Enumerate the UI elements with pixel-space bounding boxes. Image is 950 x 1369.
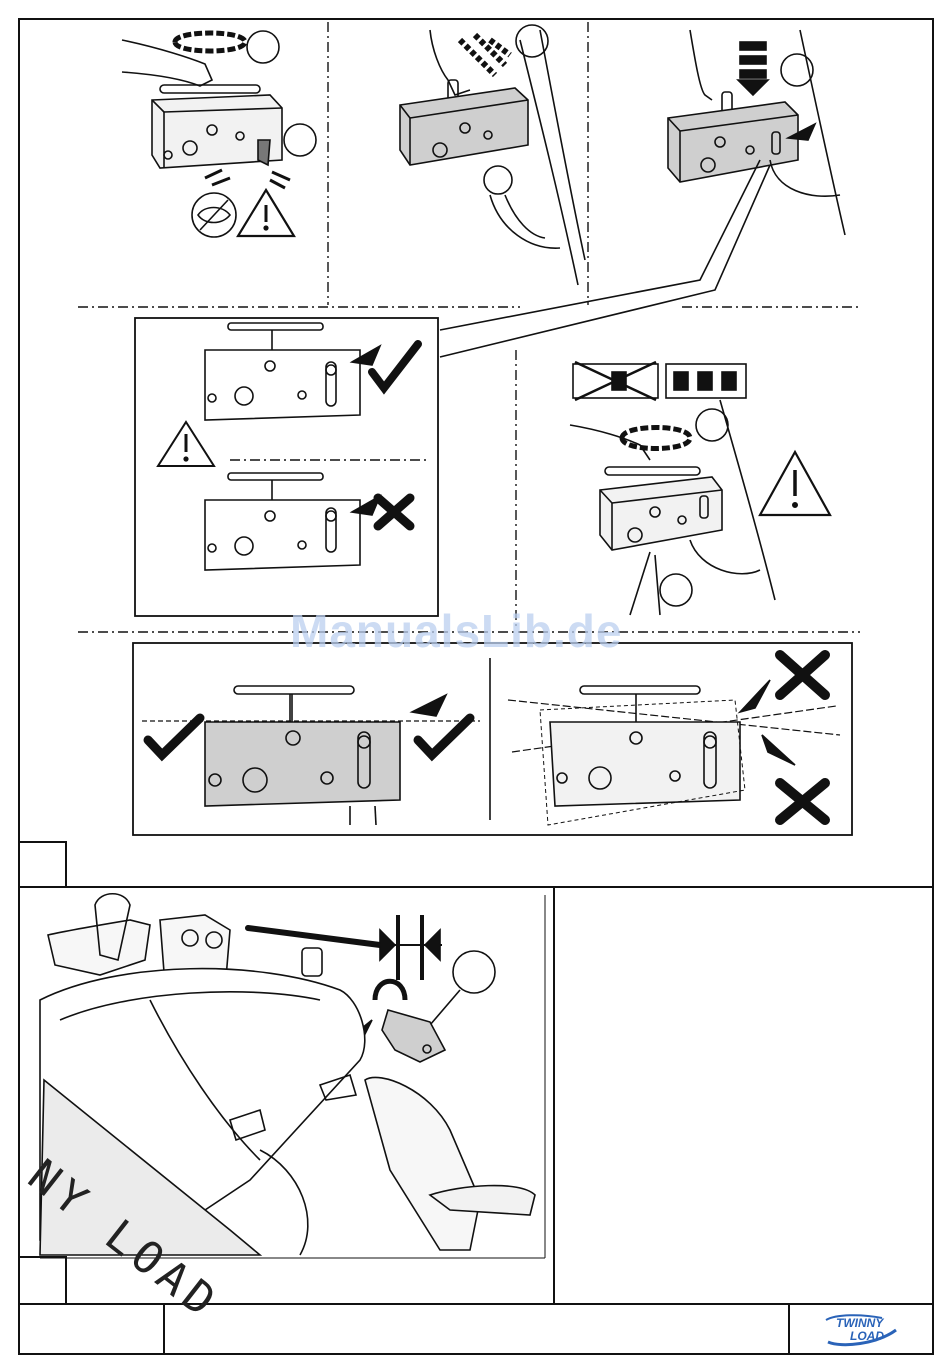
watermark: ManualsLib.de (290, 604, 622, 658)
logo-line1: TWINNY (836, 1316, 883, 1330)
logo-line2: LOAD (850, 1329, 884, 1343)
twinny-load-logo: TWINNY LOAD (822, 1312, 902, 1348)
indicator-detail-box (135, 318, 438, 616)
step1-illustration (122, 31, 316, 237)
alignment-comparison-box (133, 643, 852, 835)
load-warning-illustration (570, 362, 830, 615)
step2-illustration (400, 25, 585, 285)
